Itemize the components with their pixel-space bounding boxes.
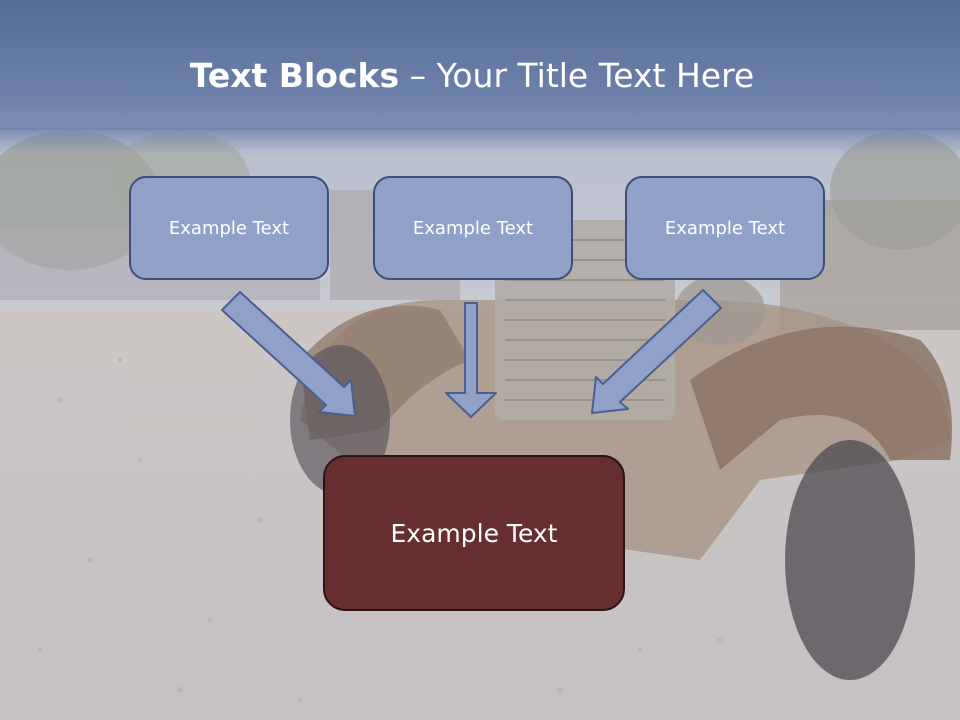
title-band	[0, 0, 960, 130]
arrow-right	[591, 289, 722, 414]
title-band-fade	[0, 128, 960, 154]
arrow-left	[221, 291, 356, 417]
text-block-top-right-label: Example Text	[664, 217, 786, 239]
slide-title-bold: Text Blocks	[189, 56, 400, 95]
text-block-top-left-label: Example Text	[168, 217, 290, 239]
text-block-top-center-label: Example Text	[412, 217, 534, 239]
text-block-bottom-label: Example Text	[390, 518, 558, 548]
text-block-top-left[interactable]: Example Text	[129, 176, 329, 280]
text-block-top-center[interactable]: Example Text	[373, 176, 573, 280]
slide-title-dash: –	[399, 56, 437, 95]
slide-title: Text Blocks – Your Title Text Here	[0, 56, 944, 96]
arrow-center	[445, 302, 497, 418]
text-block-bottom[interactable]: Example Text	[323, 455, 625, 611]
slide-title-rest: Your Title Text Here	[436, 56, 755, 95]
text-block-top-right[interactable]: Example Text	[625, 176, 825, 280]
